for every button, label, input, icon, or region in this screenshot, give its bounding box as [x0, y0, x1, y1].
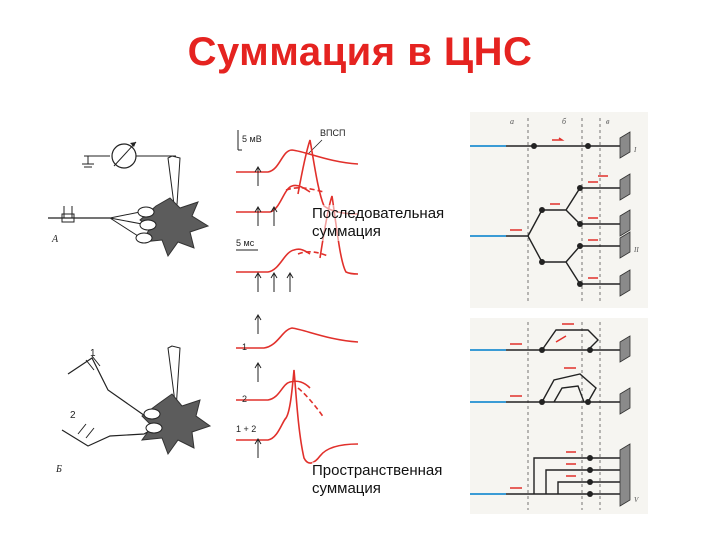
- sequential-caption-line1: Последовательная: [312, 205, 445, 222]
- sequential-network-panel: а б в I II: [470, 112, 648, 308]
- sequential-network-svg: а б в I II: [470, 117, 639, 304]
- col-a-label: а: [510, 117, 514, 126]
- col-b-label: б: [562, 117, 567, 126]
- col-c-label: в: [606, 117, 610, 126]
- slide-title: Суммация в ЦНС: [187, 30, 533, 74]
- trace-sum-label: 1 + 2: [236, 424, 256, 434]
- neuron-a: А: [48, 141, 210, 258]
- spatial-caption-line1: Пространственная: [312, 462, 443, 479]
- roman-1-label: I: [633, 146, 637, 154]
- roman-2-label: II: [633, 246, 639, 254]
- spatial-network-panel: V: [470, 318, 648, 514]
- scale-ms-label: 5 мс: [236, 238, 255, 248]
- neuron-diagram-panel: А 1 2 Б: [48, 128, 218, 498]
- spatial-network-svg: V: [470, 322, 639, 510]
- spatial-caption-line2: суммация: [312, 480, 381, 497]
- epsp-label: ВПСП: [320, 128, 345, 138]
- neuron-soma-icon: [139, 197, 210, 258]
- sequential-caption: Последовательная суммация: [312, 205, 445, 241]
- neuron-diagram: А 1 2 Б: [48, 141, 212, 475]
- input-2-label: 2: [70, 410, 76, 421]
- sequential-caption-line2: суммация: [312, 223, 381, 240]
- roman-4-label: V: [634, 496, 639, 504]
- neuron-b: 1 2 Б: [55, 345, 212, 475]
- scale-mv-label: 5 мВ: [242, 134, 262, 144]
- trace-1-label: 1: [242, 342, 247, 352]
- label-a: А: [51, 234, 59, 245]
- label-b: Б: [55, 464, 62, 475]
- trace-2-label: 2: [242, 394, 247, 404]
- spatial-caption: Пространственная суммация: [312, 462, 443, 498]
- traces-svg: 5 мВ ВПСП 5 мс 1 2 1 + 2: [236, 128, 359, 464]
- input-1-label: 1: [90, 348, 96, 359]
- traces-panel: 5 мВ ВПСП 5 мс 1 2 1 + 2: [228, 122, 363, 500]
- stim-arrow-icon: [254, 166, 262, 186]
